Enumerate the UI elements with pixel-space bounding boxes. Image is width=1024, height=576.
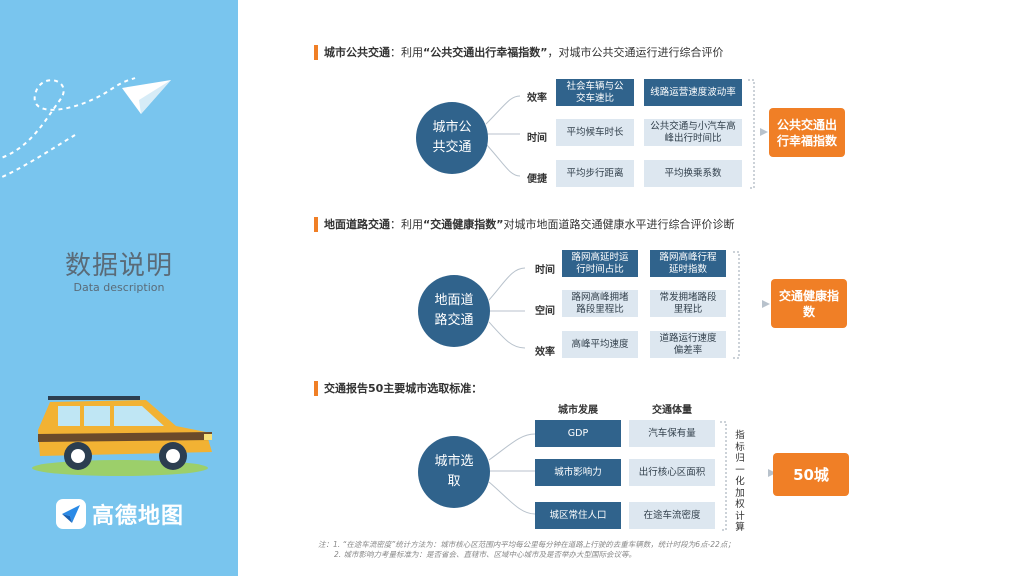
brand-name: 高德地图: [92, 504, 185, 529]
paper-plane-icon: [0, 77, 171, 179]
section1-indicator: 公共交通与小汽车高峰出行时间比: [644, 119, 742, 146]
section2-dim-efficiency: 效率: [535, 347, 555, 358]
section1-indicator: 平均步行距离: [556, 160, 634, 187]
section2-indicator: 路网高峰拥堵路段里程比: [562, 290, 638, 317]
section2-indicator: 道路运行速度偏差率: [650, 331, 726, 358]
heading-accent-bar: [314, 44, 318, 60]
section2-indicator: 路网高峰行程延时指数: [650, 250, 726, 277]
section3-indicator: 汽车保有量: [629, 420, 715, 447]
section2-dim-time: 时间: [535, 265, 555, 276]
section3-indicator: 城市影响力: [535, 459, 621, 486]
section1-heading-tail: ，对城市公共交通运行进行综合评价: [547, 46, 724, 59]
section1-dim-convenience: 便捷: [527, 174, 547, 185]
title-chinese: 数据说明: [64, 251, 173, 281]
section3-center-node: 城市选取: [418, 436, 490, 508]
section3-col-head-development: 城市发展: [558, 405, 598, 416]
section1-result: 公共交通出行幸福指数: [769, 108, 845, 157]
section1-indicator: 平均候车时长: [556, 119, 634, 146]
section2-indicator: 常发拥堵路段里程比: [650, 290, 726, 317]
section3-col-head-volume: 交通体量: [652, 405, 692, 416]
footnotes: 注：1. “在途车流密度”统计方法为：城市核心区范围内平均每公里每分钟在道路上行…: [318, 540, 735, 560]
section1-heading-quote: “公共交通出行幸福指数”: [423, 46, 548, 59]
section3-vertical-note: 指标归一化加权计算: [735, 430, 745, 533]
section3-indicator: GDP: [535, 420, 621, 447]
section1-center-node: 城市公共交通: [416, 102, 488, 174]
section2-heading-tail: 对城市地面道路交通健康水平进行综合评价诊断: [503, 218, 735, 231]
section1-indicator: 平均换乘系数: [644, 160, 742, 187]
section1-dim-time: 时间: [527, 133, 547, 144]
section3-indicator: 在途车流密度: [629, 502, 715, 529]
title-english: Data description: [73, 281, 165, 294]
footnote-2: 2. 城市影响力考量标准为：是否省会、直辖市、区域中心城市及是否举办大型国际会议…: [334, 550, 637, 559]
section2-heading-title: 地面道路交通: [324, 218, 390, 231]
left-panel: 数据说明 Data description 高德地图: [0, 0, 238, 576]
section3-heading: 交通报告50主要城市选取标准：: [314, 380, 482, 396]
section3-result: 50城: [773, 453, 849, 496]
section1-heading: 城市公共交通 ：利用 “公共交通出行幸福指数” ，对城市公共交通运行进行综合评价: [314, 44, 723, 60]
section3-indicator: 城区常住人口: [535, 502, 621, 529]
heading-accent-bar: [314, 216, 318, 232]
section2-heading: 地面道路交通 ：利用 “交通健康指数” 对城市地面道路交通健康水平进行综合评价诊…: [314, 216, 734, 232]
section3-heading-title: 交通报告50主要城市选取标准：: [324, 382, 483, 395]
amap-logo-icon: [56, 499, 86, 529]
section1-heading-mid: ：利用: [390, 46, 423, 59]
section2-dim-space: 空间: [535, 306, 555, 317]
brand: 高德地图: [56, 498, 184, 530]
section3-indicator: 出行核心区面积: [629, 459, 715, 486]
heading-accent-bar: [314, 380, 318, 396]
section2-result: 交通健康指数: [771, 279, 847, 328]
section1-dim-efficiency: 效率: [527, 93, 547, 104]
car-illustration: [32, 396, 212, 476]
section2-indicator: 路网高延时运行时间占比: [562, 250, 638, 277]
section1-indicator: 社会车辆与公交车速比: [556, 79, 634, 106]
section1-heading-title: 城市公共交通: [324, 46, 390, 59]
section2-indicator: 高峰平均速度: [562, 331, 638, 358]
section2-center-node: 地面道路交通: [418, 275, 490, 347]
section2-heading-quote: “交通健康指数”: [423, 218, 504, 231]
section1-indicator: 线路运营速度波动率: [644, 79, 742, 106]
footnote-1: 注：1. “在途车流密度”统计方法为：城市核心区范围内平均每公里每分钟在道路上行…: [318, 540, 735, 549]
section2-heading-mid: ：利用: [390, 218, 423, 231]
